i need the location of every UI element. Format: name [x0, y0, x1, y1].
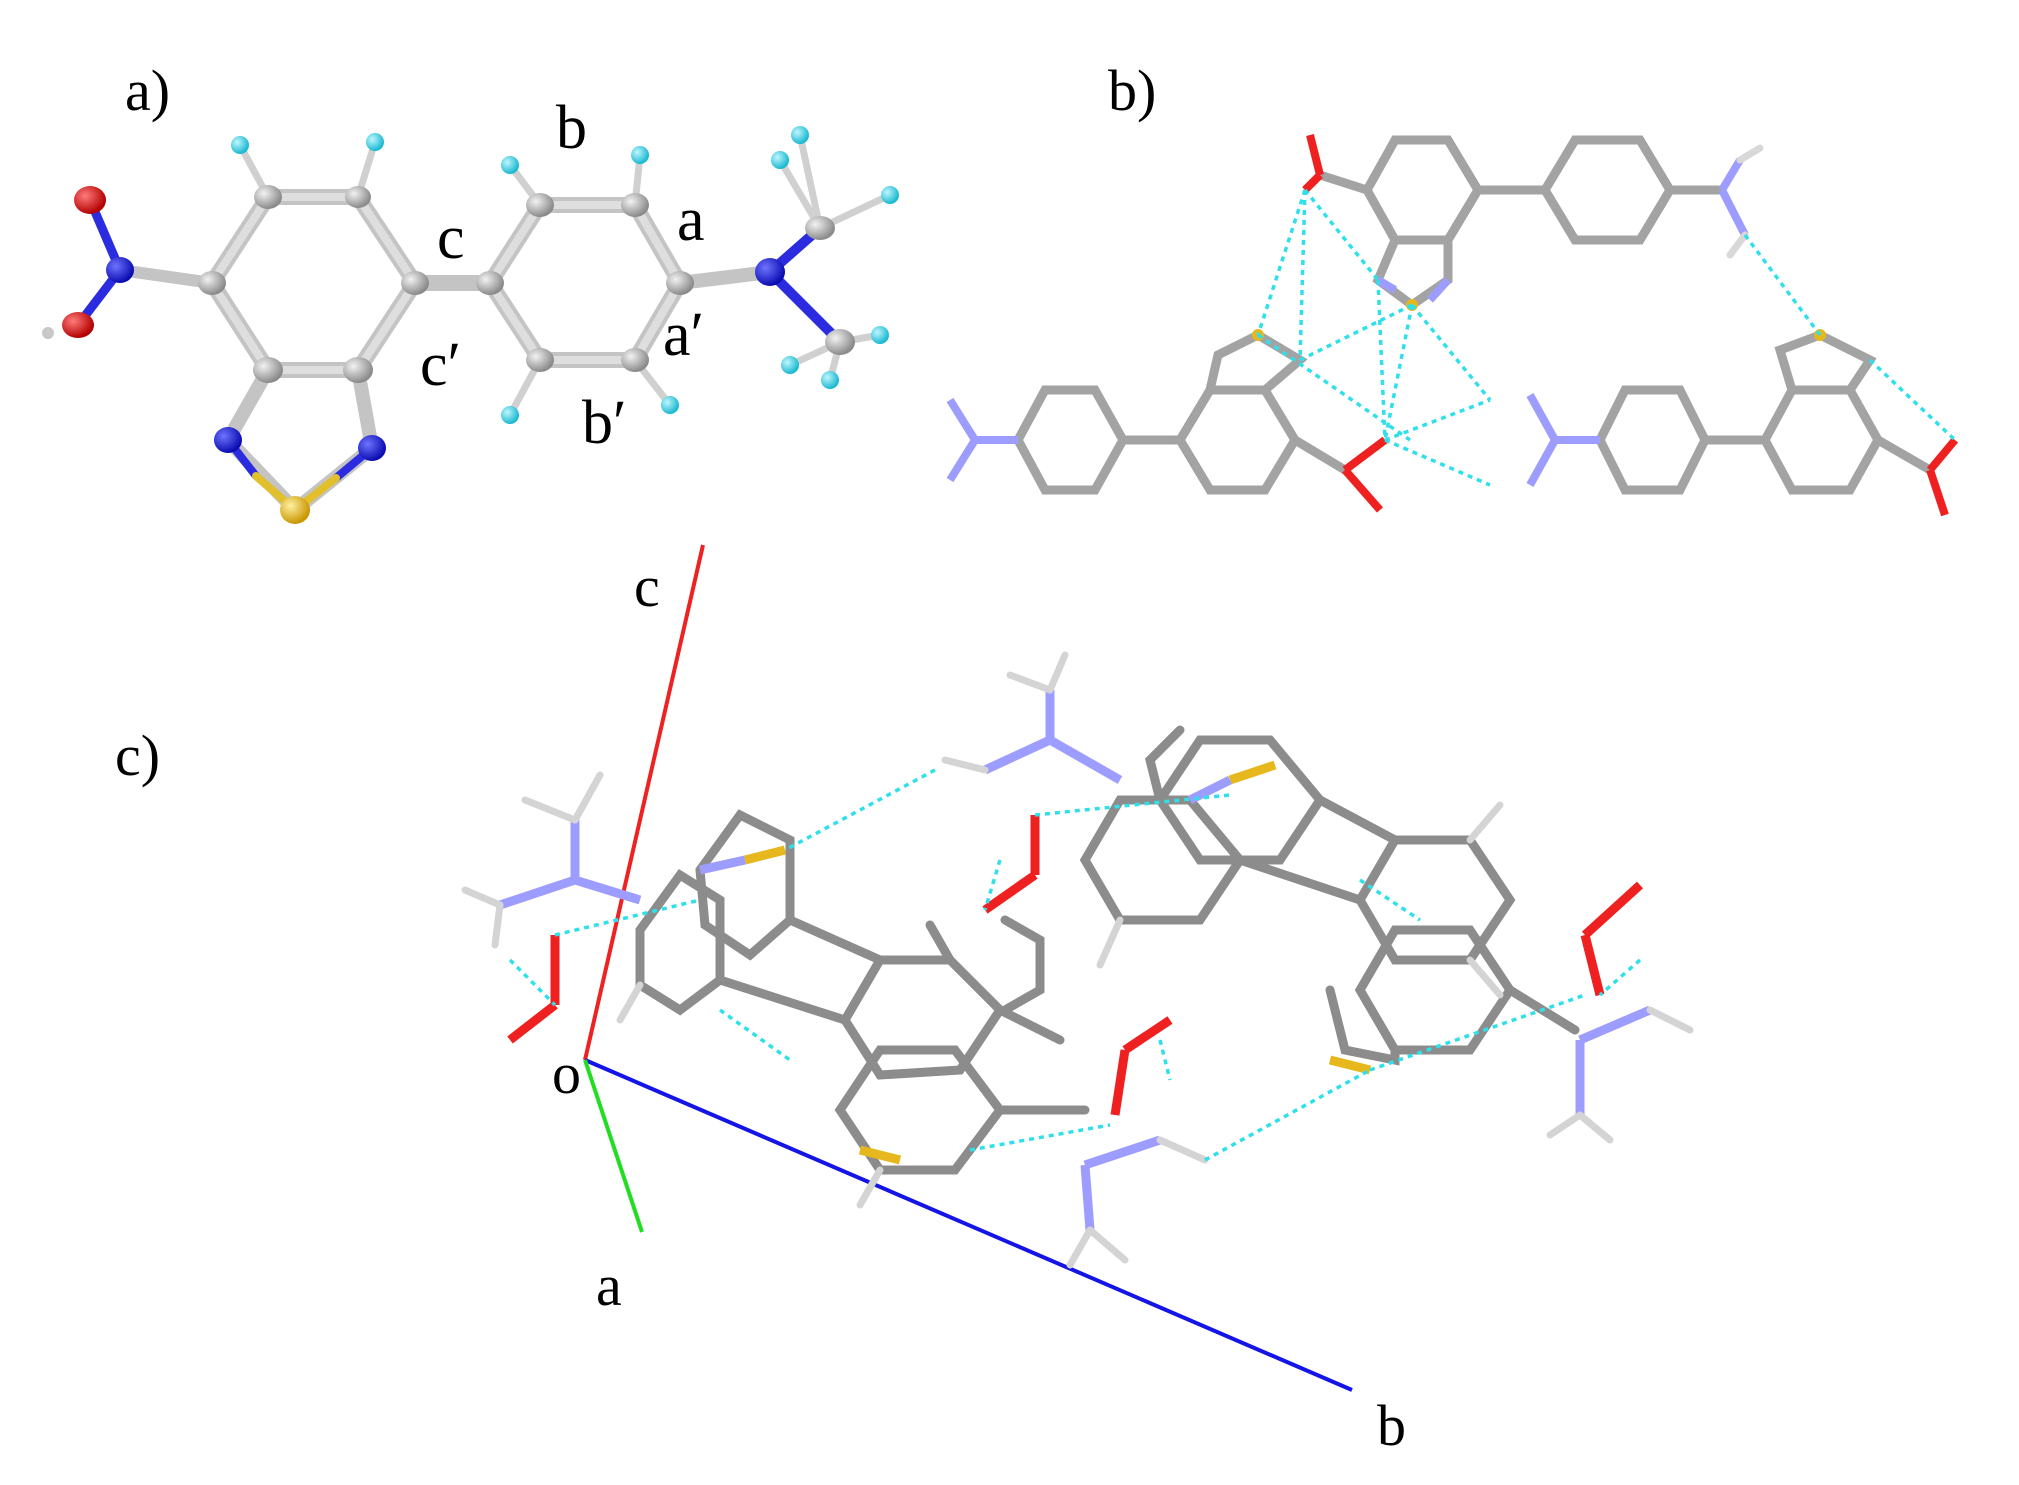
axis-b-line: [584, 1058, 1353, 1392]
axis-a-line: [583, 1059, 644, 1233]
bond-label-a-prime: a′: [663, 301, 704, 369]
bond-label-c: c: [437, 204, 465, 272]
axis-label-a: a: [596, 1253, 622, 1318]
panel-b-contacts: [1256, 188, 1957, 487]
panel-b-label: b): [1108, 58, 1156, 123]
axis-label-c: c: [634, 554, 660, 619]
axis-c-line: [583, 544, 705, 1061]
panel-b-molecule-upper: [1302, 134, 1764, 311]
panel-c-molecules: [461, 651, 1694, 1269]
panel-a-label: a): [125, 58, 170, 123]
panel-c-unit-cell: c) c o a b: [115, 544, 1694, 1458]
panel-a-bonds: [73, 131, 894, 520]
bond-label-a: a: [677, 186, 705, 254]
axis-label-b: b: [1377, 1393, 1406, 1458]
panel-b-packing: b): [946, 58, 1959, 517]
bond-label-c-prime: c′: [420, 331, 461, 399]
bond-label-b-prime: b′: [582, 389, 627, 457]
panel-a-molecule: a) b a a′ c c′ b′: [42, 58, 899, 524]
panel-b-molecule-lower-left: [946, 329, 1388, 513]
panel-a-atoms: [42, 126, 899, 524]
bond-label-b: b: [556, 94, 587, 162]
panel-c-contacts: [508, 768, 1642, 1162]
panel-c-label: c): [115, 723, 160, 788]
axis-label-origin: o: [552, 1041, 581, 1106]
panel-b-molecule-lower-right: [1526, 329, 1959, 517]
